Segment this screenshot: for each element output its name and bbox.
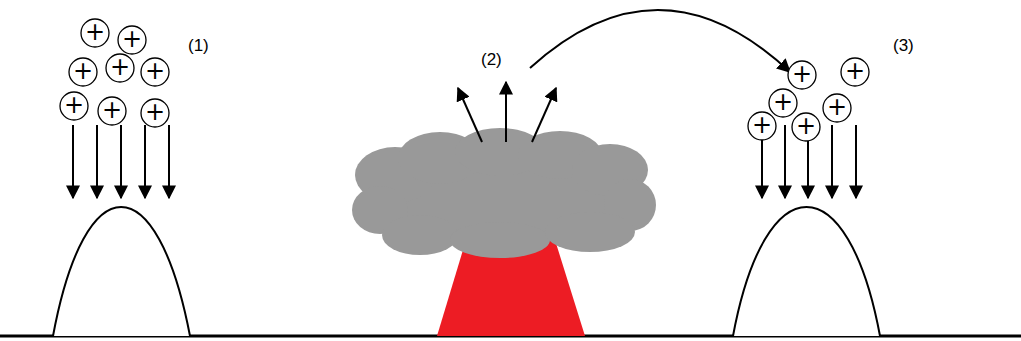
charge-sign: + [787, 60, 817, 90]
charge-sign: + [97, 96, 127, 126]
ion-circle: + [840, 57, 870, 87]
charge-sign: + [768, 88, 798, 118]
ash-cloud [352, 128, 656, 258]
charge-sign: + [140, 98, 170, 128]
ion-circle: + [822, 93, 852, 123]
charge-sign: + [791, 112, 821, 142]
ion-circle: + [117, 25, 147, 55]
ion-circle: + [140, 57, 170, 87]
downward-arrows [73, 125, 169, 198]
upward-arrows [458, 82, 556, 142]
ion-circle: + [747, 111, 777, 141]
charge-sign: + [840, 57, 870, 87]
ion-circle: + [791, 112, 821, 142]
mountain [733, 207, 880, 336]
callout-number: (2) [481, 50, 502, 70]
mountain [53, 207, 190, 336]
ion-circle: + [768, 88, 798, 118]
charge-sign: + [117, 25, 147, 55]
charge-sign: + [59, 91, 89, 121]
charge-sign: + [68, 57, 98, 87]
ion-circle: + [68, 57, 98, 87]
ion-circle: + [59, 91, 89, 121]
charge-sign: + [80, 18, 110, 48]
callout-number: (1) [188, 36, 209, 56]
ion-circle: + [105, 53, 135, 83]
ion-circle: + [97, 96, 127, 126]
charge-sign: + [747, 111, 777, 141]
charge-sign: + [822, 93, 852, 123]
charge-sign: + [140, 57, 170, 87]
charge-sign: + [105, 53, 135, 83]
ion-circle: + [80, 18, 110, 48]
transport-arrow [530, 10, 790, 72]
ion-circle: + [140, 98, 170, 128]
callout-number: (3) [893, 36, 914, 56]
ion-circle: + [787, 60, 817, 90]
